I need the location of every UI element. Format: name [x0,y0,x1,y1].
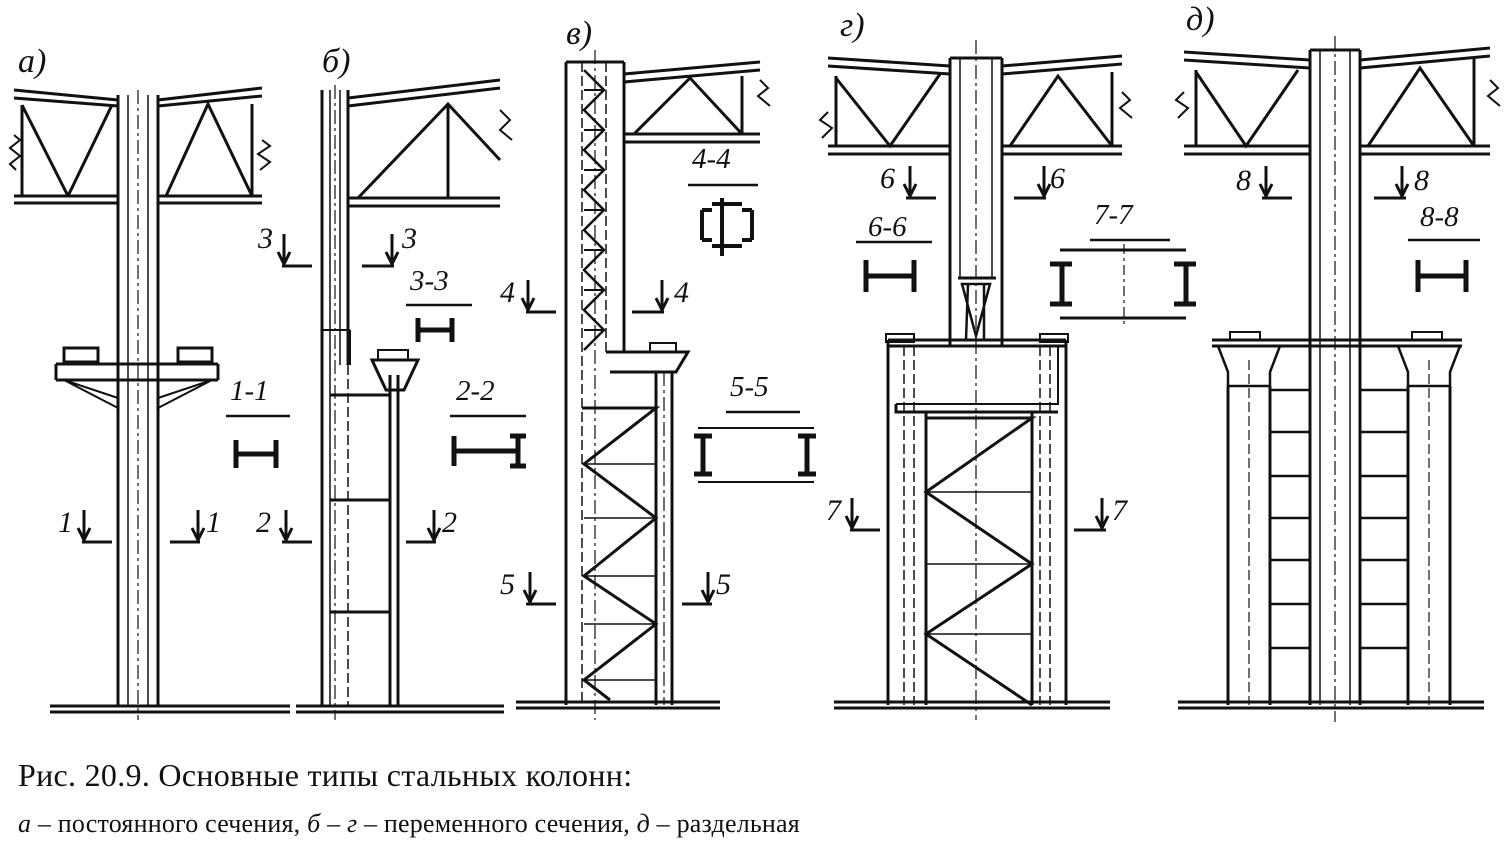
section-4-4: 4-4 [688,143,758,256]
panel-d: д) [1174,1,1501,722]
ground-b [296,704,504,714]
ground-g [834,700,1110,710]
cut-4-right: 4 [632,276,689,314]
truss-g-left [818,56,951,156]
column-g-lower [885,333,1069,707]
legend-key-a: а [18,809,32,838]
truss-a-left [8,88,119,205]
truss-g-right [1001,54,1133,156]
crane-bracket-a [54,346,220,409]
panel-v: в) 4-4 5-5 [500,15,816,720]
cut-3-right: 3 [362,222,417,268]
legend-text-bg: – переменного сечения, [357,809,637,838]
section-label-4-4: 4-4 [692,143,731,175]
cut-label: 5 [716,568,731,601]
cut-5-left: 5 [500,568,556,606]
section-8-8: 8-8 [1408,201,1480,292]
cut-1-left: 1 [58,506,112,544]
cut-label: 4 [674,276,689,309]
section-label-6-6: 6-6 [868,211,907,243]
column-d-crane [1212,331,1462,705]
cut-2-right: 2 [406,506,457,544]
truss-v [623,60,771,144]
section-label-1-1: 1-1 [230,375,269,407]
section-6-6: 6-6 [856,211,932,292]
cut-7-right: 7 [1074,494,1129,532]
figure-caption-legend: а – постоянного сечения, б – г – перемен… [18,809,800,839]
cut-6-left: 6 [880,162,936,200]
column-v-lower [581,342,691,705]
legend-key-bg: б – г [307,809,358,838]
cut-label: 1 [206,506,221,539]
cut-5-right: 5 [682,568,731,606]
section-1-1: 1-1 [226,375,290,468]
cut-2-left: 2 [256,506,312,544]
column-v-upper-lattice [564,50,626,720]
truss-b [347,78,513,208]
panel-g: г) [818,7,1196,720]
panel-b: б) 3-3 2-2 [256,43,526,720]
truss-d-right [1359,46,1501,156]
cut-label: 8 [1414,164,1429,197]
legend-key-d: д [636,809,650,838]
cut-label: 3 [257,222,273,255]
section-5-5: 5-5 [694,371,816,483]
figure-caption-title: Рис. 20.9. Основные типы стальных колонн… [18,757,633,793]
panel-label-g: г) [840,7,865,44]
ground-d [1178,700,1484,710]
ground-a [50,704,290,714]
section-label-5-5: 5-5 [730,371,769,403]
truss-a-right [157,86,272,205]
cut-label: 2 [256,506,271,539]
cut-label: 3 [401,222,417,255]
cut-8-left: 8 [1236,164,1292,200]
section-3-3: 3-3 [406,265,472,342]
cut-label: 4 [500,276,515,309]
section-label-2-2: 2-2 [456,375,495,407]
section-label-7-7: 7-7 [1094,199,1134,231]
ground-v [516,700,720,710]
legend-text-a: – постоянного сечения, [31,809,308,838]
section-7-7: 7-7 [1050,199,1196,328]
column-g-upper [948,40,1004,720]
column-b-upper [320,85,350,720]
panel-label-a: а) [18,43,46,80]
cut-6-right: 6 [1014,162,1065,200]
cut-7-left: 7 [826,494,880,532]
section-label-8-8: 8-8 [1420,201,1459,233]
steel-columns-figure: а) 1-1 1 [8,1,1501,722]
cut-4-left: 4 [500,276,556,314]
column-d-main [1308,36,1362,722]
panel-a: а) 1-1 1 [8,43,290,720]
legend-text-d: – раздельная [649,809,800,838]
panel-label-v: в) [566,15,592,52]
cut-1-right: 1 [170,506,221,544]
panel-label-d: д) [1186,1,1215,38]
cut-label: 2 [442,506,457,539]
cut-label: 5 [500,568,515,601]
cut-label: 7 [1112,494,1129,527]
cut-label: 7 [826,494,843,527]
cut-label: 8 [1236,164,1251,197]
cut-label: 1 [58,506,73,539]
column-b-lower [322,329,421,705]
truss-d-left [1174,50,1311,156]
cut-3-left: 3 [257,222,312,268]
section-label-3-3: 3-3 [409,265,449,297]
panel-label-b: б) [322,43,350,80]
column-a [116,90,160,720]
cut-label: 6 [880,162,895,195]
cut-label: 6 [1050,162,1065,195]
cut-8-right: 8 [1374,164,1429,200]
section-2-2: 2-2 [450,375,526,469]
